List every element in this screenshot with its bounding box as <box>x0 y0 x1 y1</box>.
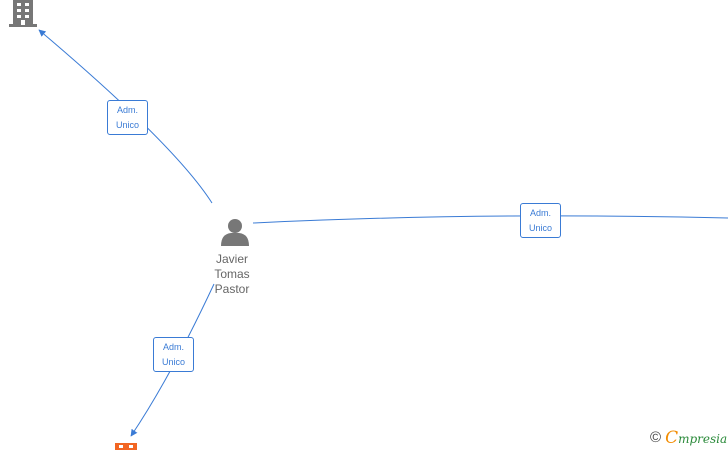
building-icon-orange[interactable] <box>114 443 138 450</box>
person-name-line: Javier <box>215 252 248 266</box>
person-name[interactable]: Javier Tomas Pastor <box>202 252 262 297</box>
empresia-logo[interactable]: Cmpresia <box>665 428 727 449</box>
edge-label-role: Adm. <box>162 342 184 352</box>
edge-to-company-top[interactable] <box>38 29 213 204</box>
edge-label-bottom[interactable]: Adm. Unico <box>153 337 194 372</box>
building-icon[interactable] <box>8 0 38 28</box>
brand-initial: C <box>665 427 679 448</box>
edge-label-role: Unico <box>161 357 185 367</box>
person-name-line: Tomas <box>214 267 250 281</box>
brand-footer: © Cmpresia <box>650 428 727 448</box>
copyright-symbol: © <box>650 429 662 446</box>
person-icon[interactable] <box>219 218 251 246</box>
edge-label-role: Adm. <box>529 208 551 218</box>
edge-label-top[interactable]: Adm. Unico <box>107 100 148 135</box>
edge-label-role: Adm. <box>116 105 138 115</box>
edge-to-company-right[interactable] <box>252 215 728 224</box>
edge-label-role: Unico <box>528 223 552 233</box>
edge-label-role: Unico <box>115 120 139 130</box>
edge-label-right[interactable]: Adm. Unico <box>520 203 561 238</box>
brand-rest: mpresia <box>678 431 728 446</box>
person-name-line: Pastor <box>214 282 250 296</box>
